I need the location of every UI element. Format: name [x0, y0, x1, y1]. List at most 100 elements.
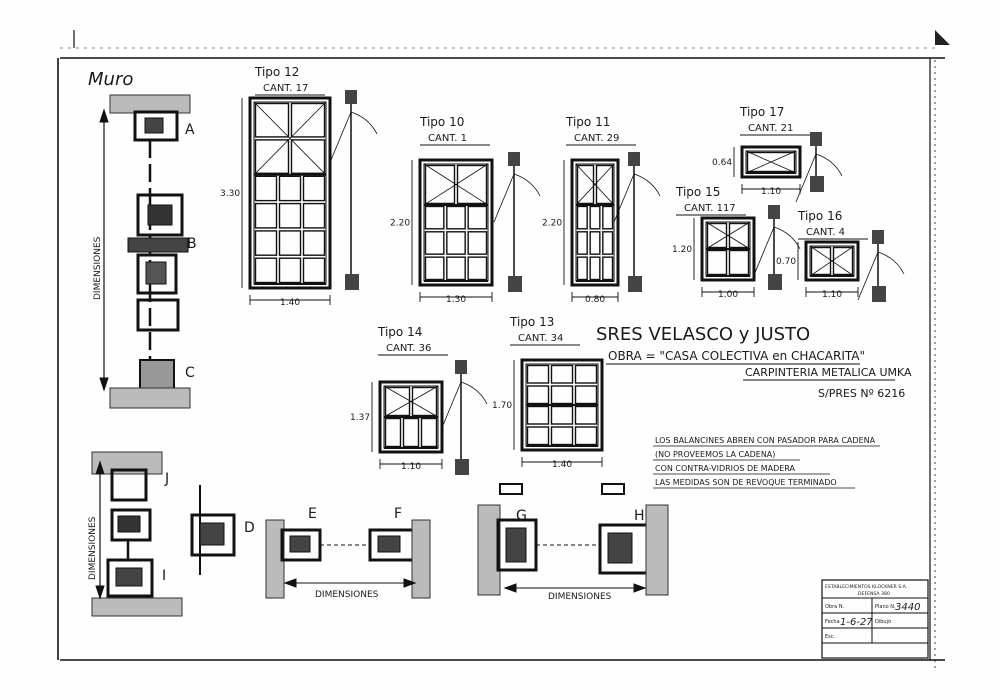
- dibujo-label: Dibujó: [875, 618, 891, 625]
- window-frame: [570, 158, 620, 287]
- label-a: A: [185, 122, 195, 138]
- esc-label: Esc.: [825, 634, 836, 640]
- dimensiones-label-abc: DIMENSIONES: [93, 236, 103, 300]
- glass-pane: [446, 256, 466, 281]
- glass-pane: [254, 175, 278, 202]
- glass-pane: [602, 231, 614, 255]
- fecha-label: Fecha: [825, 619, 840, 625]
- tipo-label: Tipo 12: [254, 65, 299, 79]
- glass-pane: [589, 205, 601, 230]
- glass-pane: [589, 231, 601, 255]
- glass-pane: [810, 246, 832, 276]
- glass-pane: [302, 175, 326, 202]
- glass-pane: [550, 426, 574, 446]
- window-frame: [248, 96, 332, 290]
- glass-pane: [278, 230, 302, 256]
- cant-label: CANT. 117: [684, 203, 736, 214]
- height-dim: 3.30: [220, 189, 240, 199]
- company-address: DEFENSA 380: [858, 591, 890, 597]
- glass-pane: [526, 364, 550, 384]
- height-dim: 1.20: [672, 245, 692, 255]
- glass-pane: [424, 164, 456, 205]
- glass-pane: [302, 230, 326, 256]
- wall-head: [628, 152, 640, 166]
- height-dim: 1.70: [492, 401, 512, 411]
- glass-pane: [302, 257, 326, 284]
- glass-pane: [574, 385, 598, 405]
- glass-pane: [290, 139, 326, 174]
- label-f: F: [394, 506, 402, 522]
- glass-pane: [254, 102, 290, 138]
- glass-pane: [595, 164, 614, 205]
- pres-number: S/PRES Nº 6216: [818, 387, 905, 400]
- wall-sill: [345, 274, 359, 290]
- glass-pane: [254, 202, 278, 229]
- window-frame: [804, 240, 860, 282]
- width-dim: 1.10: [401, 462, 421, 472]
- glass-pane: [254, 257, 278, 284]
- notes-block: LOS BALANCINES ABREN CON PASADOR PARA CA…: [653, 436, 880, 489]
- plano-no-label: Plano N.: [875, 604, 896, 610]
- window-frame: [700, 216, 756, 282]
- glass-pane: [384, 386, 411, 417]
- obra-no-label: Obra N.: [825, 604, 845, 610]
- tipo-label: Tipo 16: [797, 209, 842, 223]
- cant-label: CANT. 4: [806, 227, 845, 238]
- dimensiones-label-ji: DIMENSIONES: [88, 516, 98, 580]
- muro-note: Muro: [88, 69, 133, 90]
- window-frame: [418, 158, 494, 287]
- fecha-value: 1-6-27: [840, 617, 873, 628]
- glass-pane: [602, 256, 614, 281]
- window-frame: [378, 380, 444, 454]
- glass-pane: [728, 249, 750, 276]
- glass-pane: [467, 256, 488, 281]
- glass-pane: [278, 175, 302, 202]
- glass-pane: [706, 222, 728, 249]
- width-dim: 1.30: [446, 295, 466, 305]
- wall-head: [768, 205, 780, 219]
- swing-arc: [513, 173, 541, 197]
- glass-pane: [550, 364, 574, 384]
- glass-pane: [550, 385, 574, 405]
- glass-pane: [446, 205, 466, 230]
- glass-pane: [550, 405, 574, 425]
- swing-arc: [633, 173, 661, 197]
- note-line-2: (NO PROVEEMOS LA CADENA): [655, 450, 775, 459]
- wall-head: [345, 90, 357, 104]
- glass-pane: [467, 205, 488, 230]
- client-name: SRES VELASCO y JUSTO: [596, 324, 810, 345]
- cant-label: CANT. 21: [748, 123, 793, 134]
- window-frame: [740, 145, 802, 179]
- glass-pane: [424, 231, 445, 255]
- carpinteria-label: CARPINTERIA METALICA UMKA: [745, 366, 912, 379]
- title-block: [821, 579, 929, 659]
- tipo-label: Tipo 13: [509, 315, 554, 329]
- company-name: ESTABLECIMIENTOS KLOCKNER S.A.: [825, 584, 907, 590]
- glass-pane: [424, 205, 445, 230]
- width-dim: 1.10: [822, 290, 842, 300]
- glass-pane: [574, 426, 598, 446]
- corner-mark: [935, 30, 950, 45]
- glass-pane: [420, 417, 438, 448]
- label-g: G: [516, 508, 527, 524]
- glass-pane: [728, 222, 750, 249]
- tipo-label: Tipo 11: [565, 115, 610, 129]
- obra-title: OBRA = "CASA COLECTIVA en CHACARITA": [608, 349, 865, 363]
- width-dim: 0.80: [585, 295, 605, 305]
- cant-label: CANT. 17: [263, 83, 308, 94]
- glass-pane: [526, 405, 550, 425]
- section-ji: [91, 451, 183, 617]
- wall-head: [508, 152, 520, 166]
- glass-pane: [602, 205, 614, 230]
- glass-pane: [526, 426, 550, 446]
- note-line-4: LAS MEDIDAS SON DE REVOQUE TERMINADO: [655, 478, 837, 487]
- tipo-label: Tipo 10: [419, 115, 464, 129]
- wall-sill: [768, 274, 782, 290]
- cant-label: CANT. 29: [574, 133, 619, 144]
